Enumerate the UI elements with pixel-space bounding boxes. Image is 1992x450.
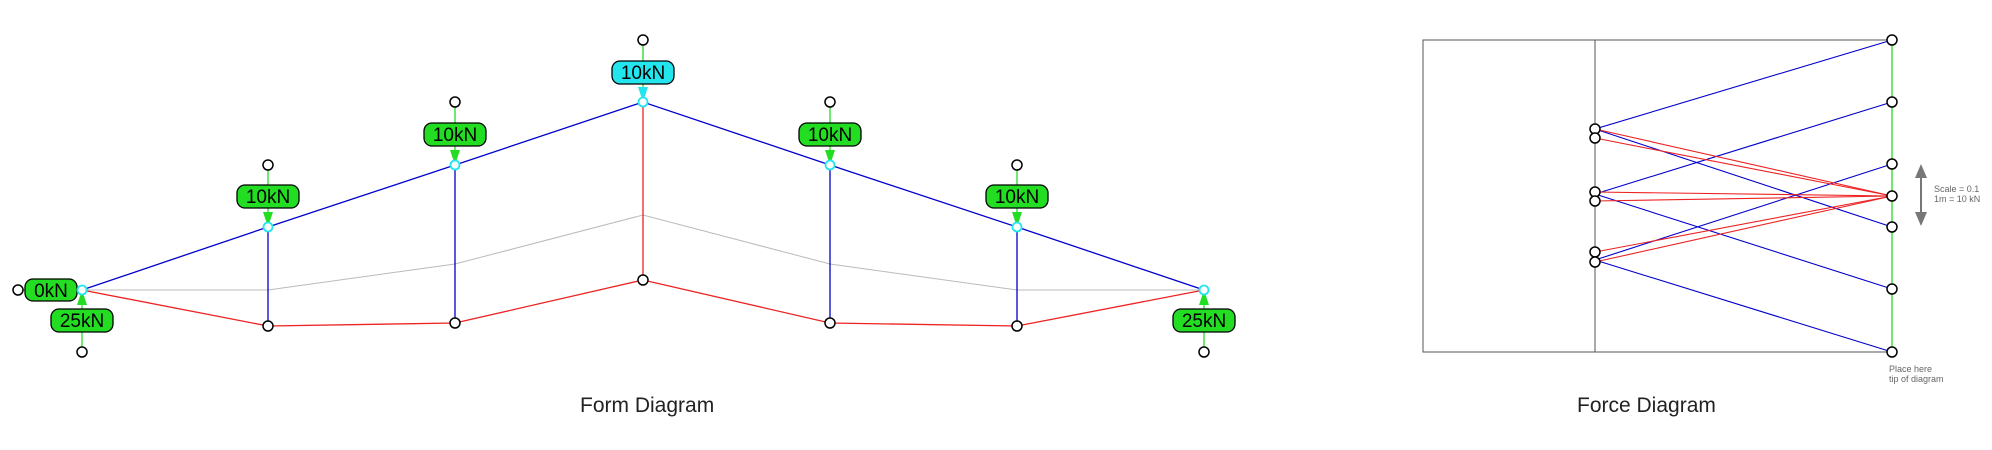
compression-ray [1594,259,1893,353]
tension-ray [1594,128,1893,197]
form-diagram: 0kN 10kN 10kN 10kN 10kN 10kN 25kN 25kN [12,34,1236,358]
tension-ray [1594,195,1893,263]
load-label[interactable]: 10kN [423,122,487,147]
compression-ray [1594,101,1893,195]
compression-ray [1594,39,1893,130]
svg-text:10kN: 10kN [621,63,665,84]
tension-ray [1594,195,1893,253]
load-arrow-icon [450,150,460,165]
force-node[interactable] [1589,132,1601,144]
load-label[interactable]: 10kN [798,122,862,147]
load-end-node[interactable] [449,96,461,108]
tension-ray [1594,191,1893,197]
scale-text: 1m = 10 kN [1934,194,1980,204]
load-end-node[interactable] [1011,159,1023,171]
force-node[interactable] [1886,158,1898,170]
top-node[interactable] [76,284,88,296]
load-end-node[interactable] [12,284,24,296]
form-diagram-title: Form Diagram [580,394,715,417]
force-diagram-title: Force Diagram [1577,394,1716,417]
reaction-end-node[interactable] [1198,346,1210,358]
bottom-node[interactable] [262,320,274,332]
scale-text: Scale = 0.1 [1934,184,1979,194]
svg-text:10kN: 10kN [246,187,290,208]
hint-text: Place here [1889,364,1932,374]
load-arrow-icon [263,212,273,227]
force-frame [1422,39,1893,353]
top-node[interactable] [449,159,461,171]
bottom-node[interactable] [1011,320,1023,332]
load-end-node[interactable] [262,159,274,171]
force-node[interactable] [1886,190,1898,202]
reaction-arrow-icon [1199,290,1209,305]
svg-text:25kN: 25kN [60,311,104,332]
top-node[interactable] [262,221,274,233]
load-arrow-icon [1012,212,1022,227]
force-node[interactable] [1886,283,1898,295]
hint-text: tip of diagram [1889,374,1944,384]
svg-text:10kN: 10kN [433,125,477,146]
top-node[interactable] [637,96,649,108]
svg-text:10kN: 10kN [995,187,1039,208]
bottom-node[interactable] [637,274,649,286]
load-label[interactable]: 0kN [24,278,78,302]
bottom-chord [81,279,1205,327]
force-node[interactable] [1886,346,1898,358]
compression-ray [1594,128,1893,228]
svg-text:0kN: 0kN [34,281,68,302]
force-node[interactable] [1886,34,1898,46]
reaction-end-node[interactable] [76,346,88,358]
top-node[interactable] [1198,284,1210,296]
load-arrow-icon [825,150,835,165]
force-node[interactable] [1886,221,1898,233]
force-node[interactable] [1589,246,1601,258]
compression-ray [1594,193,1893,290]
force-diagram: Scale = 0.1 1m = 10 kN Place here tip of… [1422,34,1980,384]
compression-ray [1594,163,1893,261]
load-end-node[interactable] [637,34,649,46]
tension-ray [1594,137,1893,197]
force-node[interactable] [1886,96,1898,108]
bottom-node[interactable] [449,317,461,329]
load-label-selected[interactable]: 10kN [611,60,675,85]
top-node[interactable] [824,159,836,171]
reaction-label[interactable]: 25kN [50,308,114,333]
force-node[interactable] [1589,195,1601,207]
load-label[interactable]: 10kN [985,184,1049,209]
scale-arrow-icon[interactable] [1915,164,1927,226]
top-node[interactable] [1011,221,1023,233]
load-label[interactable]: 10kN [236,184,300,209]
load-end-node[interactable] [824,96,836,108]
svg-text:25kN: 25kN [1182,311,1226,332]
force-node[interactable] [1589,256,1601,268]
reaction-arrow-icon [77,290,87,305]
reaction-label[interactable]: 25kN [1172,308,1236,333]
load-arrow-icon [638,87,648,102]
tension-ray [1594,195,1893,202]
svg-text:10kN: 10kN [808,125,852,146]
bottom-node[interactable] [824,317,836,329]
